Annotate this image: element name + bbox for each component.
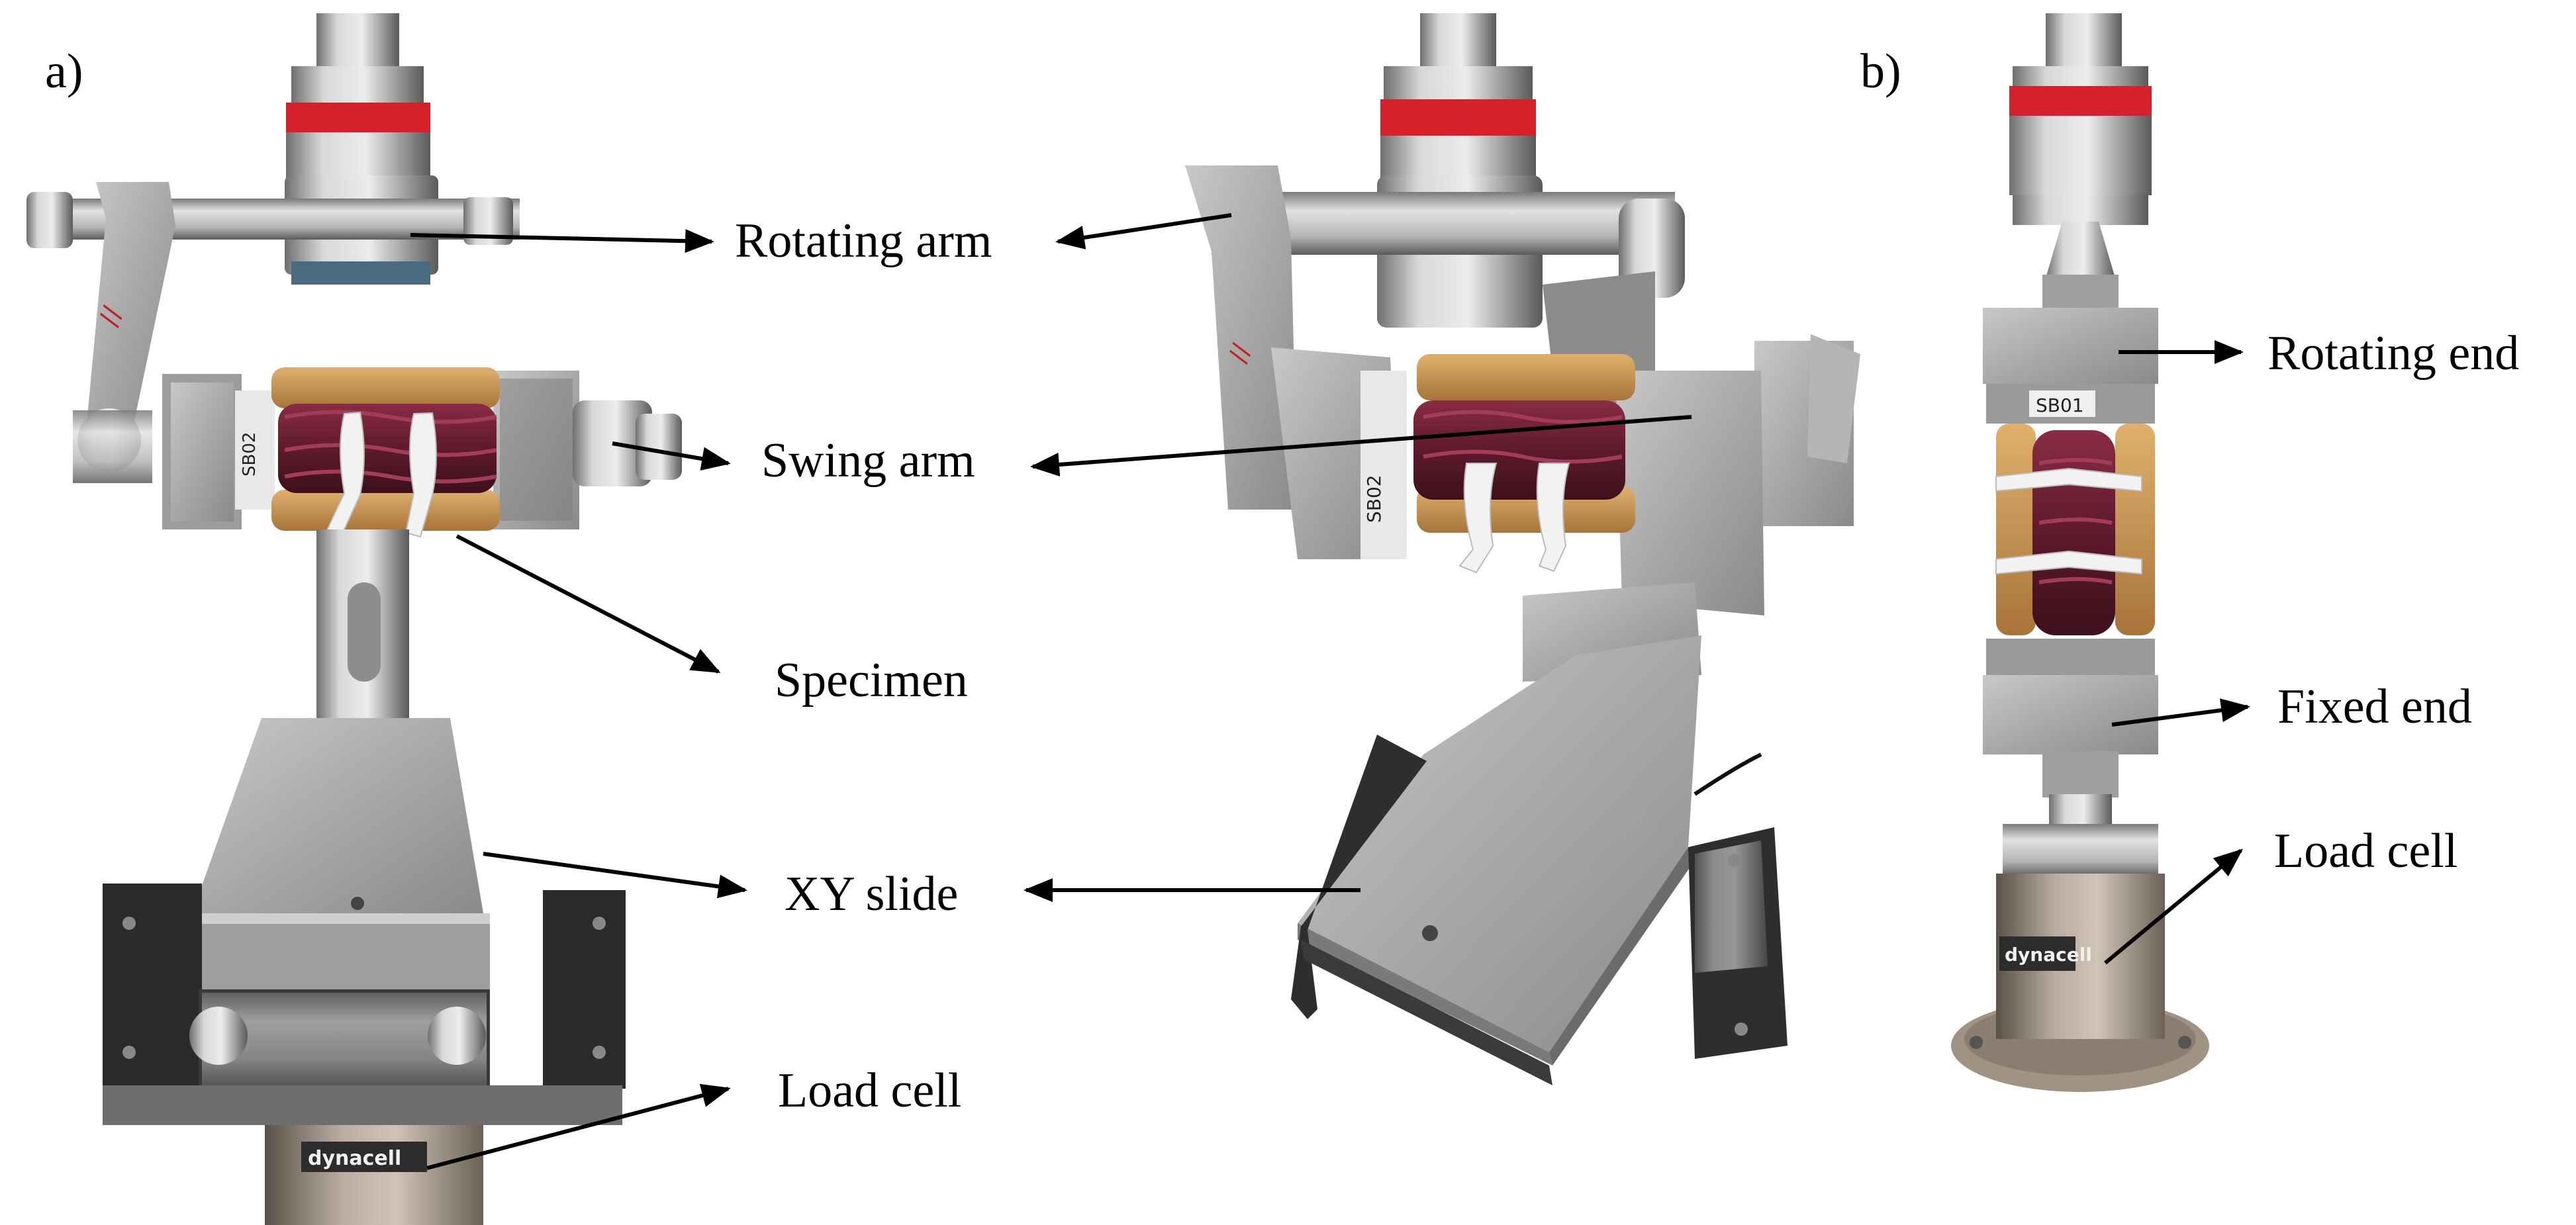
- panel-b-photo: SB01 dynacell: [1951, 13, 2209, 1092]
- panel-a-photo: // SB02: [26, 13, 682, 1225]
- arrow-rotating-arm-left: [410, 229, 714, 253]
- specimen-tag-a2: SB02: [1363, 475, 1385, 523]
- label-specimen: Specimen: [775, 653, 968, 707]
- specimen-tag-b: SB01: [2036, 394, 2084, 416]
- arrow-fixed-end: [2111, 698, 2250, 727]
- label-load-cell-b: Load cell: [2274, 824, 2457, 878]
- label-rotating-arm: Rotating arm: [735, 214, 992, 268]
- label-fixed-end: Fixed end: [2277, 680, 2472, 734]
- panel-label-b: b): [1860, 44, 1901, 99]
- label-load-cell-a: Load cell: [778, 1064, 961, 1118]
- arrow-swing-arm-left: [612, 441, 731, 471]
- specimen-tag-a: SB02: [240, 432, 260, 476]
- annotations: a) b) Rotating arm Swing arm Specimen XY…: [45, 44, 2519, 1170]
- label-rotating-end: Rotating end: [2267, 326, 2519, 381]
- arrow-specimen: [455, 534, 721, 674]
- arrow-load-cell-a: [426, 1083, 731, 1170]
- label-swing-arm: Swing arm: [761, 433, 975, 488]
- label-xy-slide: XY slide: [785, 867, 958, 921]
- load-cell-brand-a: dynacell: [308, 1147, 401, 1170]
- load-cell-brand-b: dynacell: [2005, 944, 2092, 966]
- arrow-load-cell-b: [2104, 848, 2244, 965]
- arrow-xy-slide-left: [483, 852, 747, 899]
- panel-label-a: a): [45, 44, 83, 99]
- arrow-rotating-arm-right: [1055, 213, 1232, 250]
- arrow-swing-arm-right: [1030, 415, 1692, 476]
